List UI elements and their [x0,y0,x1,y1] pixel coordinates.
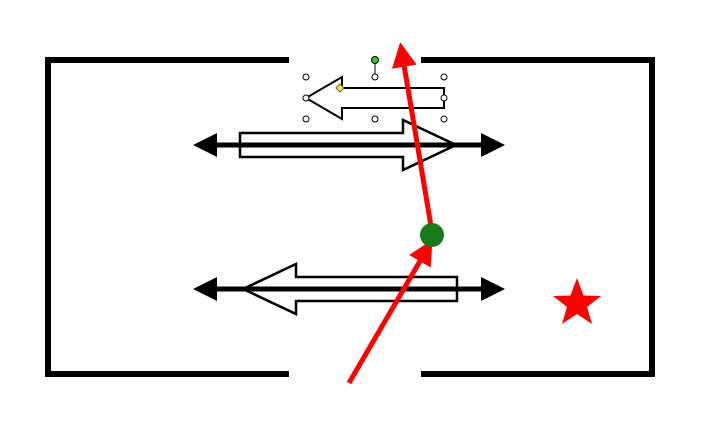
lower-block-arrow-left [240,262,459,316]
lower-double-headed-arrow [193,277,505,301]
resize-handle-top-left[interactable] [302,73,310,81]
adjustment-handle[interactable] [335,83,345,93]
trajectory [346,42,435,385]
resize-handle-bottom-right[interactable] [440,115,448,123]
outgoing-red-arrow [391,42,435,233]
selection-handles[interactable] [302,56,448,123]
left-chamber-wall [45,57,289,377]
right-chamber-wall [421,57,655,377]
upper-double-headed-arrow [193,133,505,157]
selected-block-arrow-left[interactable] [304,75,445,121]
resize-handle-top[interactable] [371,73,379,81]
chamber-walls [45,57,655,377]
resize-handle-left[interactable] [302,94,310,102]
target-star-icon [553,278,601,324]
resize-handle-right[interactable] [440,94,448,102]
double-arrows [193,133,505,301]
resize-handle-top-right[interactable] [440,73,448,81]
resize-handle-bottom[interactable] [371,115,379,123]
resize-handle-bottom-left[interactable] [302,115,310,123]
rotation-handle[interactable] [371,56,379,64]
upper-block-arrow-right [238,118,459,172]
collision-point [420,223,444,247]
incoming-red-arrow [346,239,433,385]
